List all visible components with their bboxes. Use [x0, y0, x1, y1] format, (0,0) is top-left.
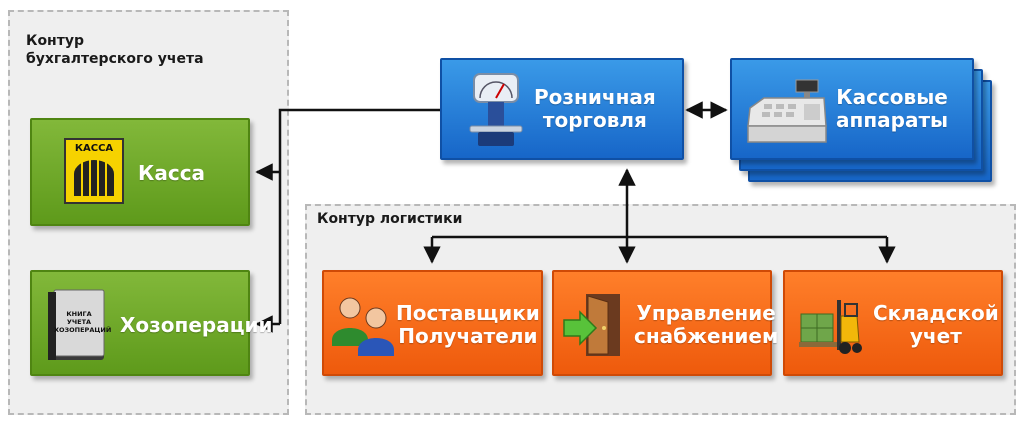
- cash-register-icon: [744, 78, 830, 144]
- retail-block[interactable]: Розничная торговля: [440, 58, 684, 160]
- suppliers-block[interactable]: Поставщики Получатели: [322, 270, 543, 376]
- kassa-block[interactable]: КАССА Касса: [30, 118, 250, 226]
- khozoperatsii-label: Хозоперации: [120, 313, 273, 337]
- warehouse-label: Складской учет: [873, 301, 999, 348]
- scales-icon: [464, 72, 528, 148]
- registers-block[interactable]: Кассовые аппараты: [730, 58, 974, 160]
- logistics-region-title: Контур логистики: [317, 211, 463, 227]
- cash-register-window-icon: КАССА: [64, 138, 124, 204]
- ledger-book-icon-text: КНИГА УЧЕТА ХОЗОПЕРАЦИЙ: [54, 310, 112, 334]
- retail-label: Розничная торговля: [534, 85, 656, 132]
- supply-label: Управление снабжением: [634, 301, 779, 348]
- accounting-region-title: Контур бухгалтерского учета: [26, 33, 204, 67]
- ledger-book-icon: КНИГА УЧЕТА ХОЗОПЕРАЦИЙ: [46, 288, 112, 362]
- kassa-label: Касса: [138, 161, 206, 185]
- connector-retail-to-accounting: [278, 108, 440, 324]
- suppliers-label: Поставщики Получатели: [396, 301, 540, 348]
- registers-label: Кассовые аппараты: [836, 85, 949, 132]
- kassa-icon-text: КАССА: [74, 143, 114, 154]
- forklift-icon: [797, 292, 863, 358]
- door-entry-icon: [562, 292, 624, 358]
- warehouse-block[interactable]: Складской учет: [783, 270, 1003, 376]
- people-icon: [332, 294, 396, 356]
- supply-block[interactable]: Управление снабжением: [552, 270, 778, 376]
- khozoperatsii-block[interactable]: КНИГА УЧЕТА ХОЗОПЕРАЦИЙ Хозоперации: [30, 270, 273, 376]
